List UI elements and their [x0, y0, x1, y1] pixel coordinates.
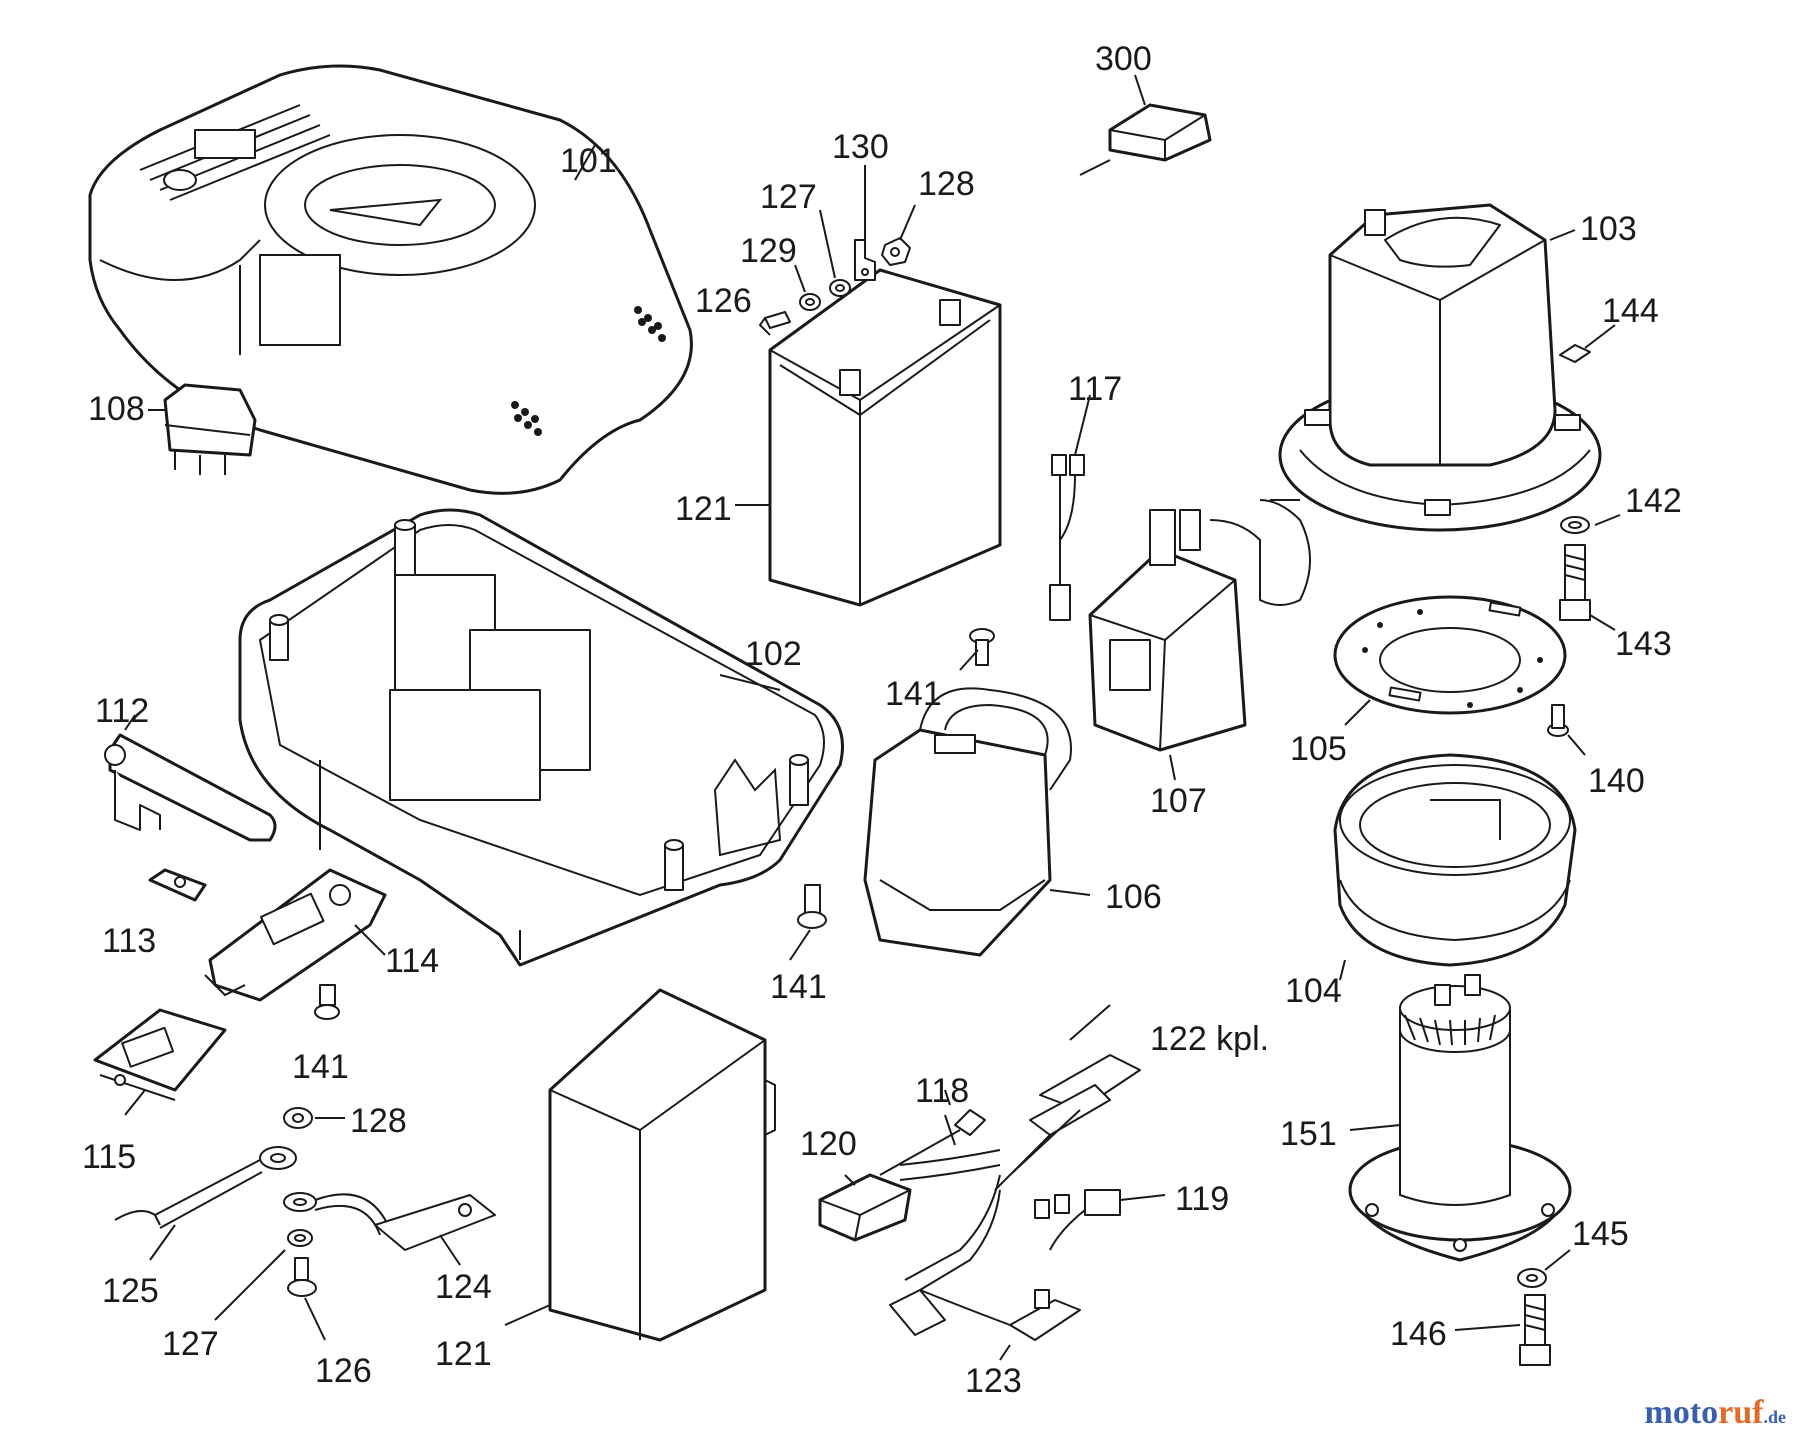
label-102: 102 [745, 635, 802, 673]
part-102-base-housing [238, 508, 844, 967]
part-124-cable-bracket [283, 1192, 496, 1266]
part-113-clip [148, 868, 207, 902]
label-103: 103 [1580, 210, 1637, 248]
part-128-nut-lower [283, 1107, 345, 1129]
part-127-lockwasher-lower [214, 1229, 313, 1321]
part-106-battery-bracket [863, 687, 1091, 957]
part-300-remote-sender [1079, 74, 1212, 176]
label-118: 118 [915, 1072, 969, 1110]
label-144: 144 [1602, 292, 1659, 330]
motoruf-watermark: motoruf.de [1644, 1394, 1786, 1431]
label-108: 108 [88, 390, 145, 428]
part-142-washer [1560, 514, 1621, 534]
part-126-bolt-lower [287, 1257, 326, 1341]
part-107-control-module [1088, 499, 1311, 781]
label-128-lower: 128 [350, 1102, 407, 1140]
label-130: 130 [832, 128, 889, 166]
part-103-motor-housing [1278, 203, 1602, 532]
label-140: 140 [1588, 762, 1645, 800]
part-118-connector-lead [879, 1089, 986, 1176]
part-120-connector-block [818, 1173, 912, 1242]
label-141-b: 141 [770, 968, 827, 1006]
label-106: 106 [1105, 878, 1162, 916]
label-107: 107 [1150, 782, 1207, 820]
label-126-lower: 126 [315, 1352, 372, 1390]
part-121-battery-lower [504, 988, 776, 1342]
part-123-lower-plug [889, 1289, 1081, 1361]
label-146: 146 [1390, 1315, 1447, 1353]
label-120: 120 [800, 1125, 857, 1163]
label-142: 142 [1625, 482, 1682, 520]
label-112: 112 [95, 692, 149, 730]
label-121-lower: 121 [435, 1335, 492, 1373]
part-125-cable [114, 1146, 297, 1261]
part-145-washer [1517, 1249, 1571, 1288]
label-141-c: 141 [292, 1048, 349, 1086]
part-151-motor [1348, 974, 1572, 1262]
label-125: 125 [102, 1272, 159, 1310]
part-labels: 101 102 103 104 105 106 107 108 112 113 … [82, 40, 1682, 1400]
part-115-circuit-board [93, 1008, 227, 1116]
part-143-bolt [1559, 544, 1616, 631]
part-141-screw-a [959, 628, 995, 671]
label-124: 124 [435, 1268, 492, 1306]
label-114: 114 [385, 942, 439, 980]
part-105-mounting-plate [1333, 595, 1567, 726]
part-112-lever [104, 714, 277, 842]
label-104: 104 [1285, 972, 1342, 1010]
part-121-battery-top [735, 268, 1002, 607]
part-122-wiring-harness [899, 1004, 1141, 1291]
part-144-nut-square [1559, 324, 1616, 363]
label-117: 117 [1068, 370, 1122, 408]
label-143: 143 [1615, 625, 1672, 663]
part-101-top-cover [88, 64, 693, 495]
part-141-screw-c [314, 984, 340, 1020]
label-126-top: 126 [695, 282, 752, 320]
label-123: 123 [965, 1362, 1022, 1400]
part-130-terminal-tab [854, 165, 876, 281]
label-115: 115 [82, 1138, 136, 1176]
part-126-bolt-top [758, 311, 791, 336]
part-129-washer-top [794, 264, 821, 311]
part-127-lockwasher-top [819, 209, 851, 297]
label-151: 151 [1280, 1115, 1337, 1153]
part-119-sensor-plug [1034, 1189, 1166, 1251]
label-113: 113 [102, 922, 156, 960]
label-119: 119 [1175, 1180, 1229, 1218]
part-146-bolt [1454, 1294, 1551, 1366]
label-127-lower: 127 [162, 1325, 219, 1363]
part-108-switch-cap [148, 383, 257, 475]
part-104-bell-housing [1333, 753, 1577, 981]
label-127-top: 127 [760, 178, 817, 216]
label-141-a: 141 [885, 675, 942, 713]
part-117-cable-plug [1049, 394, 1091, 621]
label-300: 300 [1095, 40, 1152, 78]
part-114-switch-bracket [204, 868, 387, 1002]
label-129: 129 [740, 232, 797, 270]
label-105: 105 [1290, 730, 1347, 768]
label-145: 145 [1572, 1215, 1629, 1253]
label-128-top: 128 [918, 165, 975, 203]
label-122: 122 kpl. [1150, 1020, 1269, 1058]
part-128-nut-top [881, 204, 916, 266]
part-140-screw [1547, 704, 1586, 756]
label-101: 101 [560, 142, 617, 180]
label-121-top: 121 [675, 490, 732, 528]
part-141-screw-b [789, 884, 827, 961]
